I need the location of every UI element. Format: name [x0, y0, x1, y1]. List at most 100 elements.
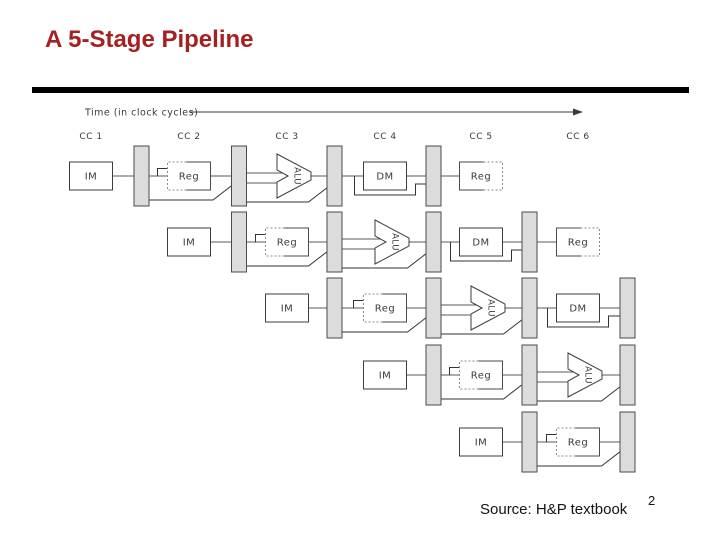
dm-label: DM [472, 238, 489, 249]
reg-label: Reg [471, 371, 492, 382]
reg-solid-edge [186, 161, 211, 191]
cc-label: CC 5 [469, 132, 492, 142]
dm-box [459, 227, 503, 257]
reg-dashed-edge [459, 360, 479, 390]
pipeline-latch [231, 211, 247, 273]
reg-dashed-edge [556, 427, 576, 457]
reg-solid-edge [382, 293, 407, 323]
row-units: IM Reg ALU [363, 352, 603, 398]
bypass-wire [239, 250, 329, 267]
im-box [363, 360, 407, 390]
cc-label: CC 2 [177, 132, 200, 142]
row-units: IM Reg ALU DM [265, 285, 600, 331]
alu-label: ALU [390, 233, 400, 251]
alu-unit [470, 285, 506, 331]
row-latches [231, 211, 538, 273]
alu-label: ALU [292, 167, 302, 185]
pipeline-latch [133, 145, 150, 207]
row-latches [133, 145, 442, 207]
reg-read-box [167, 162, 211, 190]
reg-label: Reg [277, 238, 298, 249]
instruction-row-5: IM Reg [459, 411, 636, 473]
row-wires [210, 234, 557, 269]
alu-unit [276, 153, 312, 199]
pipeline-latch [231, 145, 247, 207]
bypass-wire [354, 176, 434, 196]
reg-dashed-edge [580, 227, 600, 257]
pipeline-latch [521, 277, 538, 339]
alu-unit [567, 352, 603, 398]
reg-dashed-edge [167, 161, 187, 191]
pipeline-latch [326, 277, 343, 339]
cc-label: CC 6 [566, 132, 589, 142]
im-label: IM [379, 371, 392, 382]
reg-read-box [459, 361, 503, 389]
reg-solid-edge [575, 427, 600, 457]
reg-label: Reg [179, 172, 200, 183]
alu-label: ALU [486, 299, 496, 317]
bypass-wire [450, 242, 530, 262]
reg-write-box [556, 228, 600, 256]
pipeline-latch [521, 344, 538, 406]
row-units: IM Reg ALU DM Reg [69, 153, 503, 199]
im-label: IM [85, 172, 98, 183]
pipeline-latch [326, 211, 343, 273]
reg-read-box [265, 228, 309, 256]
reg-input-bracket [449, 367, 461, 376]
dm-label: DM [569, 304, 586, 315]
instruction-row-3: IM Reg ALU DM [265, 277, 636, 339]
row-latches [425, 344, 636, 406]
page-title: A 5-Stage Pipeline [45, 26, 254, 53]
im-label: IM [475, 438, 488, 449]
im-box [167, 227, 211, 257]
reg-label: Reg [471, 172, 492, 183]
pipeline-latch [521, 411, 538, 473]
bypass-wire [433, 318, 524, 335]
bypass-wire [334, 316, 428, 333]
source-credit: Source: H&P textbook [480, 501, 628, 518]
reg-dashed-edge [363, 293, 383, 323]
reg-solid-edge [478, 360, 503, 390]
bypass-wire [433, 383, 524, 400]
reg-input-bracket [255, 234, 267, 243]
bypass-wire [334, 252, 428, 269]
reg-dashed-edge [265, 227, 285, 257]
reg-input-bracket [353, 300, 365, 309]
reg-label: Reg [568, 238, 589, 249]
bypass-wire [547, 308, 628, 328]
reg-solid-edge [284, 227, 309, 257]
reg-input-bracket [157, 168, 169, 177]
alu-label: ALU [583, 366, 593, 384]
bypass-wire [141, 184, 233, 201]
reg-input-bracket [546, 434, 558, 443]
im-label: IM [281, 304, 294, 315]
dm-label: DM [376, 172, 393, 183]
im-box [459, 427, 503, 457]
instruction-row-4: IM Reg ALU [363, 344, 636, 406]
dm-box [363, 161, 407, 191]
row-latches [521, 411, 636, 473]
bypass-wire [529, 385, 622, 402]
im-box [265, 293, 309, 323]
instruction-row-1: IM Reg ALU DM Reg [69, 145, 503, 207]
pipeline-latch [425, 211, 442, 273]
pipeline-latch [425, 344, 442, 406]
row-latches [326, 277, 636, 339]
im-box [69, 161, 113, 191]
reg-label: Reg [568, 438, 589, 449]
bypass-wire [239, 186, 329, 203]
pipeline-latch [326, 145, 343, 207]
alu-unit [374, 219, 410, 265]
dm-box [556, 293, 600, 323]
time-axis-arrowhead [573, 108, 583, 116]
bypass-wire [529, 450, 622, 467]
reg-label: Reg [375, 304, 396, 315]
pipeline-latch [619, 344, 636, 406]
reg-solid-edge [556, 227, 581, 257]
cc-label: CC 3 [275, 132, 298, 142]
pipeline-latch [521, 211, 538, 273]
cc-label: CC 1 [79, 132, 102, 142]
